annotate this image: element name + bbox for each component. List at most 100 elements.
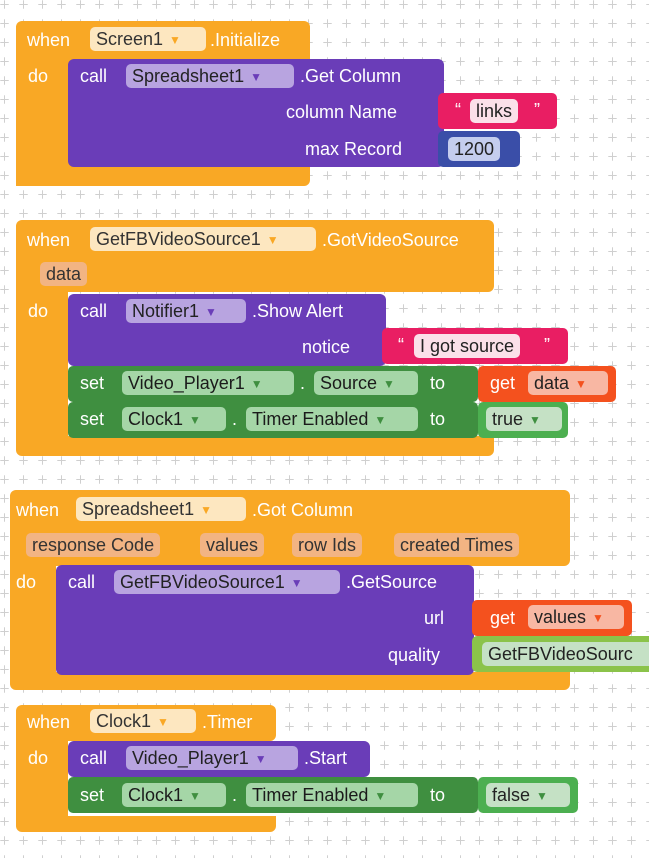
dot-separator: . <box>300 373 306 393</box>
dropdown-value: values <box>534 607 587 627</box>
event-block-spine <box>10 564 56 676</box>
chevron-down-icon: ▼ <box>374 413 387 428</box>
dropdown-value: Timer Enabled <box>252 785 369 805</box>
dropdown-value: true <box>492 409 524 429</box>
variable-dropdown-values[interactable]: values ▼ <box>528 605 624 629</box>
chevron-down-icon: ▼ <box>536 789 548 804</box>
property-dropdown-source[interactable]: Source ▼ <box>314 371 418 395</box>
event-param-data[interactable]: data <box>40 262 88 286</box>
component-dropdown-clock1[interactable]: Clock1 ▼ <box>90 709 196 733</box>
number-value[interactable]: 1200 <box>448 137 501 161</box>
get-label: get <box>490 608 516 628</box>
when-label: when <box>27 30 71 50</box>
chevron-down-icon: ▼ <box>200 503 212 518</box>
dropdown-value: GetFBVideoSource1 <box>96 229 261 249</box>
set-label: set <box>80 785 105 805</box>
dropdown-value: Notifier1 <box>132 301 200 321</box>
arg-label-quality: quality <box>388 645 441 665</box>
when-label: when <box>16 500 60 520</box>
dropdown-value: Clock1 <box>128 785 184 805</box>
variable-dropdown-data[interactable]: data ▼ <box>528 371 608 395</box>
dropdown-value: Screen1 <box>96 29 164 49</box>
dot-separator: . <box>232 409 238 429</box>
event-block-spine <box>16 55 68 185</box>
event-param-row-ids[interactable]: row Ids <box>292 533 363 557</box>
dropdown-value: Timer Enabled <box>252 409 369 429</box>
component-dropdown-clock1[interactable]: Clock1 ▼ <box>122 783 226 807</box>
chevron-down-icon: ▼ <box>250 70 262 85</box>
chevron-down-icon: ▼ <box>169 33 181 48</box>
arg-label-max-record: max Record <box>305 139 403 159</box>
property-dropdown-timer-enabled[interactable]: Timer Enabled▼ <box>246 783 418 807</box>
set-label: set <box>80 373 105 393</box>
event-param-response-code[interactable]: response Code <box>26 533 161 557</box>
to-label: to <box>430 785 446 805</box>
arg-label-column-name: column Name <box>286 102 398 122</box>
to-label: to <box>430 373 446 393</box>
open-quote: “ <box>455 100 461 120</box>
do-label: do <box>28 66 49 86</box>
chevron-down-icon: ▼ <box>575 377 587 392</box>
text-value-i-got-source[interactable]: I got source <box>414 334 521 358</box>
dropdown-value: data <box>534 373 570 393</box>
call-label: call <box>80 66 108 86</box>
boolean-dropdown-true[interactable]: true▼ <box>486 407 562 431</box>
chevron-down-icon: ▼ <box>157 715 169 730</box>
event-name: .Got Column <box>252 500 354 520</box>
call-label: call <box>80 748 108 768</box>
dropdown-value: Video_Player1 <box>128 373 245 393</box>
when-label: when <box>27 712 71 732</box>
boolean-dropdown-false[interactable]: false ▼ <box>486 783 570 807</box>
event-block-spine <box>16 740 68 820</box>
event-block-footer <box>16 436 494 456</box>
method-name: .GetSource <box>346 572 438 592</box>
to-label: to <box>430 409 446 429</box>
text-value-links[interactable]: links <box>470 99 519 123</box>
component-dropdown-notifier1[interactable]: Notifier1 ▼ <box>126 299 246 323</box>
do-label: do <box>16 572 37 592</box>
open-quote: “ <box>398 335 404 355</box>
method-name: .Show Alert <box>252 301 344 321</box>
dropdown-value: GetFBVideoSource1 <box>120 572 285 592</box>
chevron-down-icon: ▼ <box>254 752 267 767</box>
event-block-footer <box>16 816 276 832</box>
property-dropdown-timer-enabled[interactable]: Timer Enabled ▼ <box>246 407 418 431</box>
when-label: when <box>27 230 71 250</box>
component-dropdown-spreadsheet1[interactable]: Spreadsheet1 ▼ <box>126 64 294 88</box>
component-dropdown-spreadsheet1[interactable]: Spreadsheet1 ▼ <box>76 497 246 521</box>
event-block-spine <box>16 290 68 440</box>
component-dropdown-screen1[interactable]: Screen1 ▼ <box>90 27 206 51</box>
event-name: .Timer <box>202 712 253 732</box>
chevron-down-icon: ▼ <box>266 233 279 248</box>
event-block-footer <box>10 672 570 690</box>
dropdown-value: Clock1 <box>96 711 152 731</box>
event-name: .GotVideoSource <box>322 230 459 250</box>
close-quote: ” <box>544 335 550 355</box>
chevron-down-icon: ▼ <box>250 377 263 392</box>
chevron-down-icon: ▼ <box>189 413 201 428</box>
dropdown-value: Spreadsheet1 <box>82 499 195 519</box>
chevron-down-icon: ▼ <box>205 305 217 320</box>
do-label: do <box>28 301 49 321</box>
event-param-values[interactable]: values <box>200 533 265 557</box>
component-dropdown-getfbvideosource1[interactable]: GetFBVideoSource1▼ <box>114 570 340 594</box>
chevron-down-icon: ▼ <box>592 611 604 626</box>
chevron-down-icon: ▼ <box>189 789 201 804</box>
quality-dropdown[interactable]: GetFBVideoSourc <box>482 642 649 666</box>
component-dropdown-getfbvideosource1[interactable]: GetFBVideoSource1 ▼ <box>90 227 316 251</box>
chevron-down-icon: ▼ <box>383 377 395 392</box>
dropdown-value: Spreadsheet1 <box>132 66 245 86</box>
dropdown-value: Video_Player1 <box>132 748 249 768</box>
call-label: call <box>80 301 108 321</box>
dropdown-value: false <box>492 785 531 805</box>
arg-label-notice: notice <box>302 337 351 357</box>
dot-separator: . <box>232 785 238 805</box>
dropdown-value: Source <box>320 373 378 393</box>
component-dropdown-video-player1[interactable]: Video_Player1 ▼ <box>126 746 298 770</box>
event-param-created-times[interactable]: created Times <box>394 533 520 557</box>
call-label: call <box>68 572 96 592</box>
method-name: .Get Column <box>300 66 402 86</box>
get-label: get <box>490 373 516 393</box>
component-dropdown-clock1[interactable]: Clock1▼ <box>122 407 226 431</box>
component-dropdown-video-player1[interactable]: Video_Player1 ▼ <box>122 371 294 395</box>
